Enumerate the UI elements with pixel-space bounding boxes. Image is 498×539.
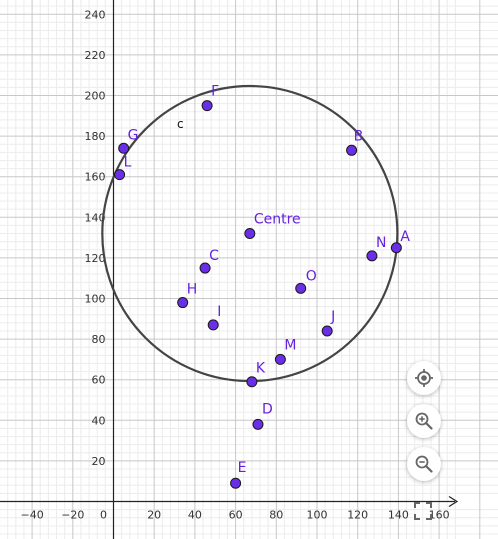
x-tick-label: 120 — [347, 509, 368, 522]
x-tick-labels: −40 −20 0 20 40 60 80 100 120 140 160 — [20, 509, 449, 522]
point-label[interactable]: G — [128, 127, 139, 143]
point-o[interactable]: O — [295, 268, 317, 294]
point-k[interactable]: K — [246, 361, 266, 388]
point-label[interactable]: A — [400, 229, 410, 245]
point-marker[interactable] — [295, 282, 307, 294]
point-l[interactable]: L — [114, 155, 132, 181]
target-icon — [415, 369, 433, 387]
y-tick-label: 60 — [92, 374, 106, 387]
fullscreen-button[interactable] — [407, 495, 439, 527]
y-tick-label: 200 — [85, 90, 106, 103]
y-tick-labels: 20 40 60 80 100 120 140 160 180 200 220 240 — [85, 8, 106, 468]
point-label[interactable]: B — [354, 128, 364, 144]
point-e[interactable]: E — [230, 460, 247, 489]
point-label[interactable]: D — [262, 401, 273, 417]
y-tick-label: 80 — [92, 333, 106, 346]
y-tick-label: 220 — [85, 49, 106, 62]
y-tick-label: 20 — [92, 455, 106, 468]
point-marker[interactable] — [230, 477, 242, 489]
point-c[interactable]: C — [199, 248, 219, 274]
point-label[interactable]: N — [376, 235, 386, 251]
point-label[interactable]: J — [330, 309, 335, 325]
point-b[interactable]: B — [346, 128, 364, 156]
y-tick-label: 40 — [92, 414, 106, 427]
x-tick-label: 60 — [229, 509, 243, 522]
point-marker[interactable] — [244, 228, 256, 240]
x-axis-arrow-icon — [448, 495, 459, 508]
point-label[interactable]: K — [256, 361, 266, 377]
point-marker[interactable] — [252, 418, 264, 430]
graphics-view-home-button[interactable] — [407, 361, 441, 395]
zoom-out-button[interactable] — [407, 447, 441, 481]
point-label[interactable]: M — [284, 337, 296, 353]
x-tick-label: 80 — [269, 509, 283, 522]
y-tick-label: 140 — [85, 211, 106, 224]
point-h[interactable]: H — [177, 282, 198, 309]
x-tick-label: −40 — [20, 509, 43, 522]
point-marker[interactable] — [199, 262, 211, 274]
point-g[interactable]: G — [118, 127, 139, 154]
point-marker[interactable] — [321, 325, 333, 337]
point-i[interactable]: I — [207, 304, 221, 331]
x-tick-label: 100 — [307, 509, 328, 522]
point-label[interactable]: O — [306, 268, 317, 284]
point-marker[interactable] — [346, 144, 358, 156]
x-tick-label: 140 — [388, 509, 409, 522]
x-tick-label: −20 — [61, 509, 84, 522]
point-label[interactable]: Centre — [254, 212, 301, 228]
point-m[interactable]: M — [274, 337, 296, 365]
point-j[interactable]: J — [321, 309, 335, 337]
point-marker[interactable] — [177, 297, 189, 309]
point-label[interactable]: L — [124, 155, 132, 171]
point-d[interactable]: D — [252, 401, 273, 430]
point-n[interactable]: N — [366, 235, 386, 262]
point-marker[interactable] — [201, 100, 213, 112]
point-label[interactable]: F — [211, 84, 219, 100]
y-tick-label: 100 — [85, 293, 106, 306]
point-label[interactable]: I — [217, 304, 221, 320]
zoom-in-icon — [415, 412, 433, 430]
fullscreen-icon — [414, 502, 432, 520]
points-layer: A B C D E F G H I J K L M N O Centre — [114, 84, 410, 489]
x-tick-label: 0 — [100, 509, 107, 522]
x-tick-label: 160 — [429, 509, 450, 522]
axes — [0, 0, 459, 539]
point-marker[interactable] — [390, 242, 402, 254]
zoom-out-icon — [415, 455, 433, 473]
y-tick-label: 160 — [85, 171, 106, 184]
point-marker[interactable] — [207, 319, 219, 331]
point-label[interactable]: H — [187, 282, 198, 298]
point-f[interactable]: F — [201, 84, 219, 112]
point-marker[interactable] — [366, 250, 378, 262]
x-tick-label: 40 — [188, 509, 202, 522]
point-a[interactable]: A — [390, 229, 410, 254]
point-centre[interactable]: Centre — [244, 212, 301, 240]
x-tick-label: 20 — [147, 509, 161, 522]
y-tick-label: 180 — [85, 130, 106, 143]
point-label[interactable]: C — [209, 248, 219, 264]
zoom-in-button[interactable] — [407, 404, 441, 438]
point-marker[interactable] — [274, 353, 286, 365]
point-marker[interactable] — [114, 169, 126, 181]
y-tick-label: 120 — [85, 252, 106, 265]
circle-label[interactable]: c — [177, 117, 184, 131]
y-tick-label: 240 — [85, 8, 106, 21]
point-marker[interactable] — [246, 376, 258, 388]
point-label[interactable]: E — [238, 460, 247, 476]
point-marker[interactable] — [118, 142, 130, 154]
